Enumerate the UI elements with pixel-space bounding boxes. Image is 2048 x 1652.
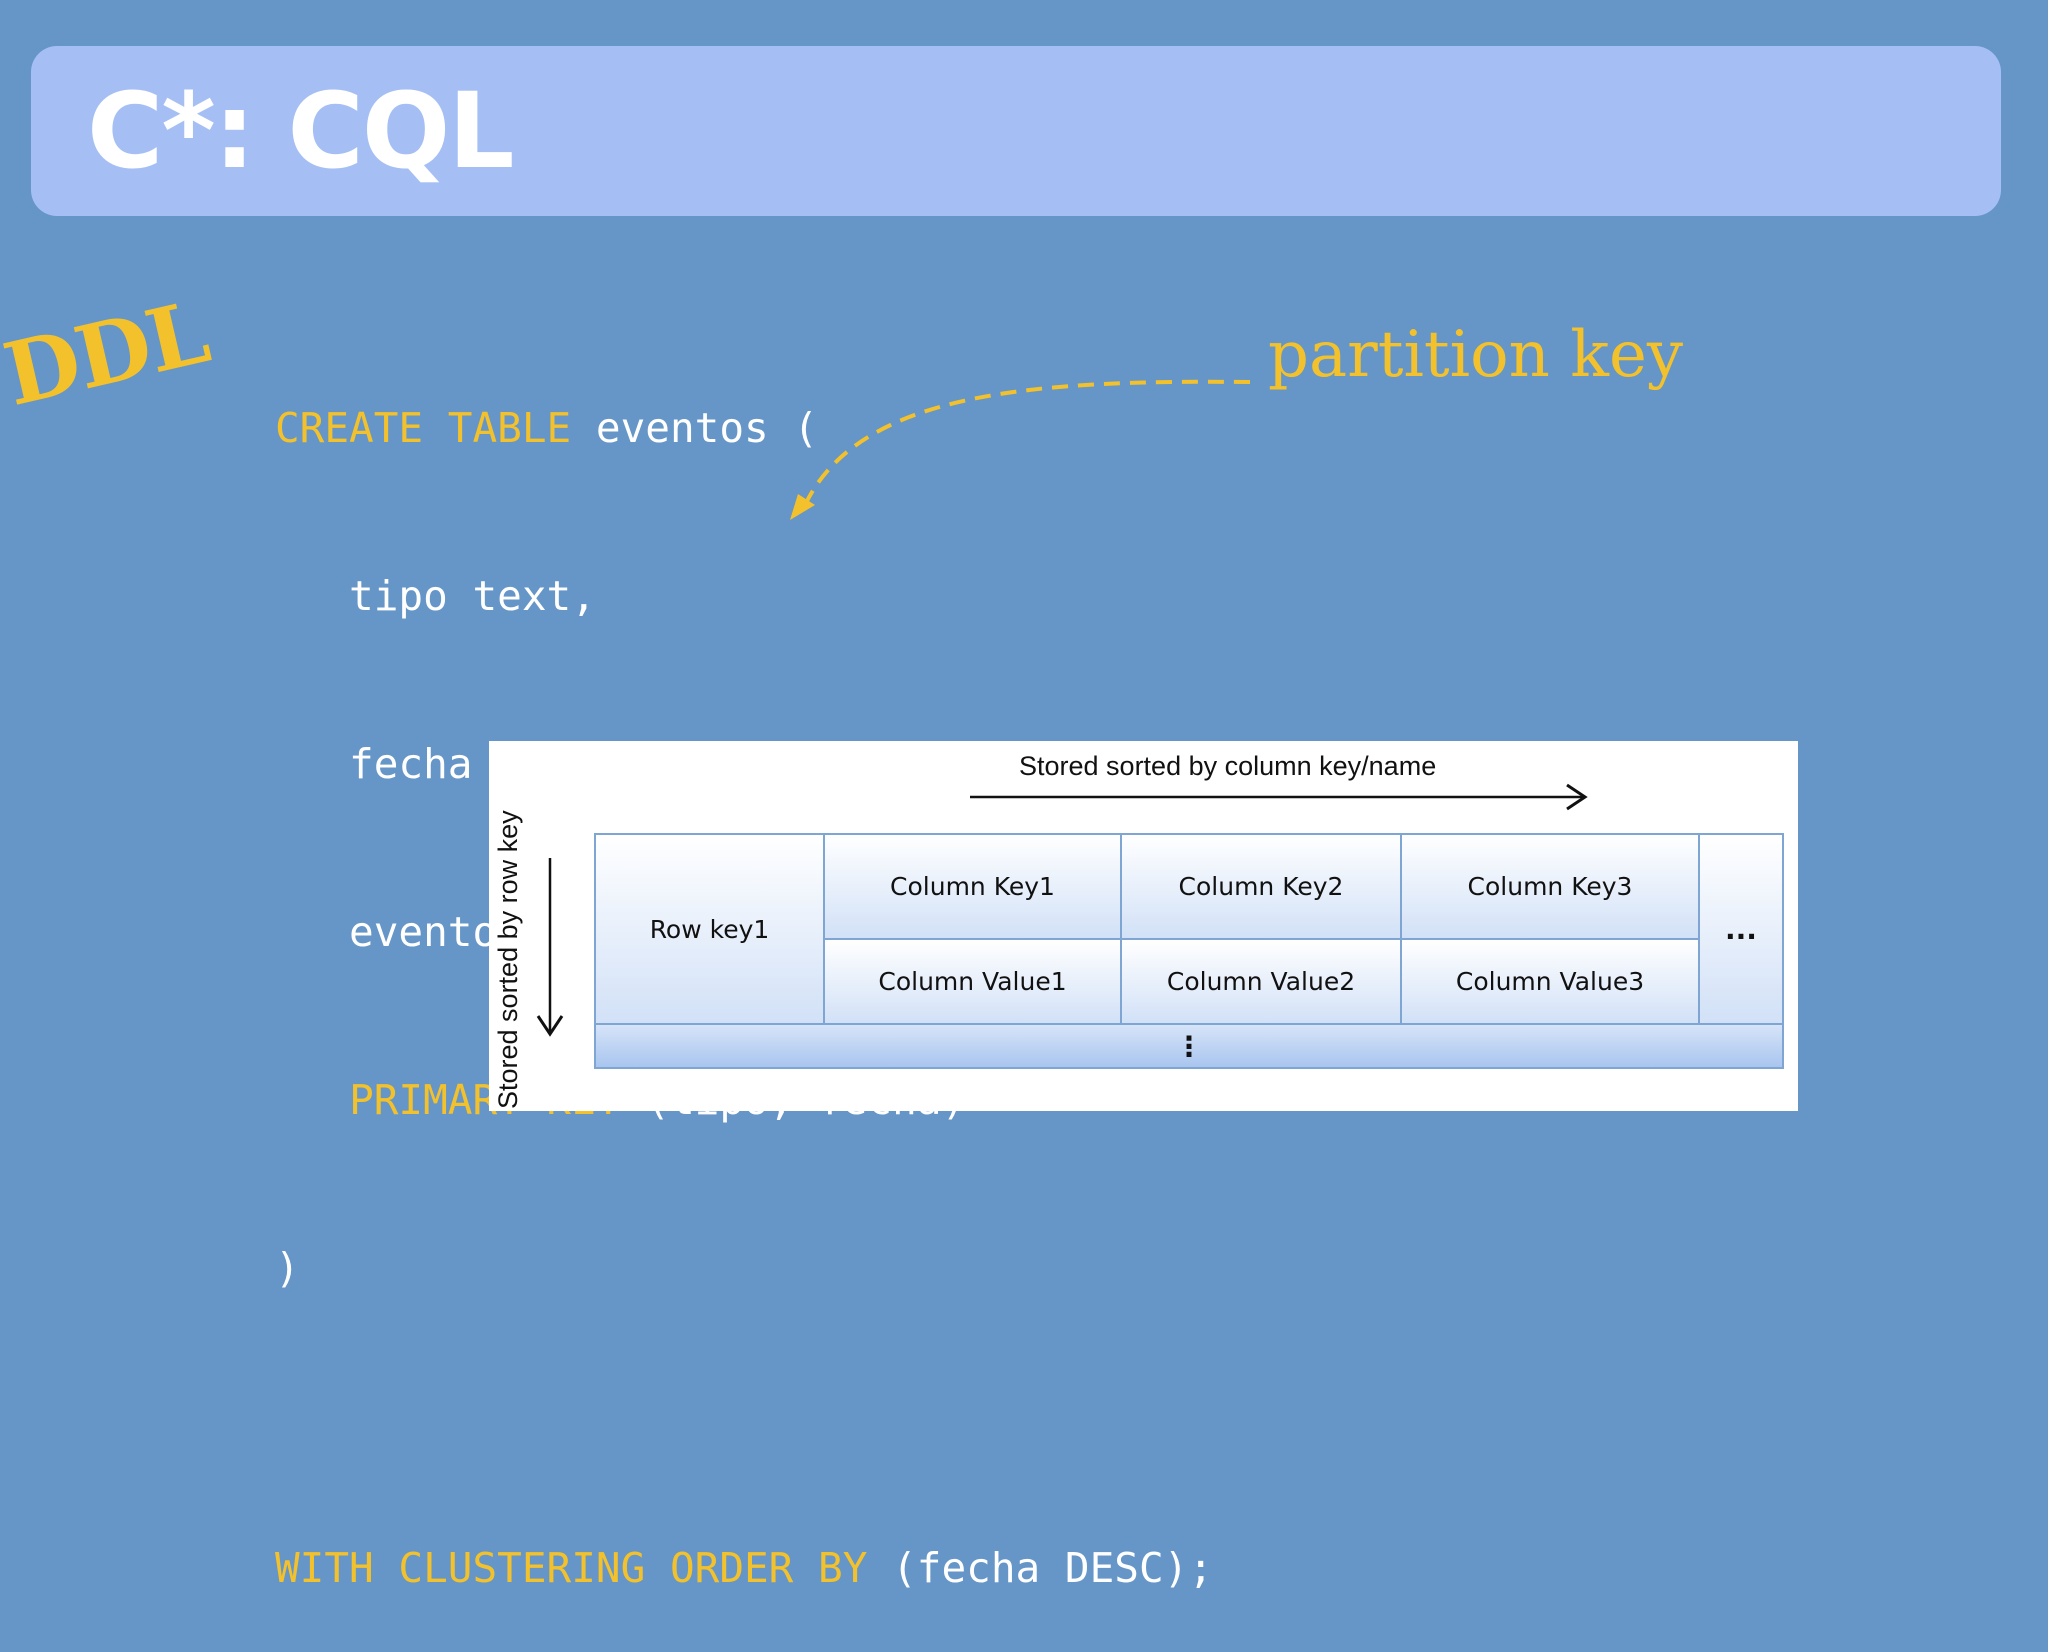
code-line-1: CREATE TABLE eventos ( xyxy=(275,400,1213,456)
partition-key-annotation: partition key xyxy=(1268,318,1683,392)
more-rows-cell: ⋮ xyxy=(596,1025,1782,1067)
column-value-cell: Column Value2 xyxy=(1122,940,1402,1025)
title-bar: C*: CQL xyxy=(31,46,2001,216)
row-sort-label: Stored sorted by row key xyxy=(493,810,523,1109)
code-line-2: tipo text, xyxy=(275,572,596,620)
column-value-cell: Column Value1 xyxy=(825,940,1122,1025)
data-grid: Row key1 Column Key1 Column Key2 Column … xyxy=(594,833,1784,1069)
column-key-cell: Column Key3 xyxy=(1402,835,1700,940)
more-columns-cell: ... xyxy=(1700,835,1782,1025)
sort-direction-arrows xyxy=(536,783,1588,1037)
storage-diagram: Stored sorted by column key/name Stored … xyxy=(489,741,1798,1111)
column-key-cell: Column Key1 xyxy=(825,835,1122,940)
row-key-cell: Row key1 xyxy=(596,835,825,1025)
slide-title: C*: CQL xyxy=(87,70,515,192)
code-text: (fecha DESC); xyxy=(867,1544,1213,1592)
code-text: eventos ( xyxy=(571,404,819,452)
code-line-6: ) xyxy=(275,1244,300,1292)
code-keyword: CREATE TABLE xyxy=(275,404,572,452)
column-sort-label: Stored sorted by column key/name xyxy=(1019,751,1437,781)
code-line-7: WITH CLUSTERING ORDER BY (fecha DESC); xyxy=(275,1540,1213,1596)
partition-key-arrow xyxy=(790,379,1251,520)
code-keyword: WITH CLUSTERING ORDER BY xyxy=(275,1544,868,1592)
column-value-cell: Column Value3 xyxy=(1402,940,1700,1025)
code-gap xyxy=(275,1408,1213,1428)
column-key-cell: Column Key2 xyxy=(1122,835,1402,940)
